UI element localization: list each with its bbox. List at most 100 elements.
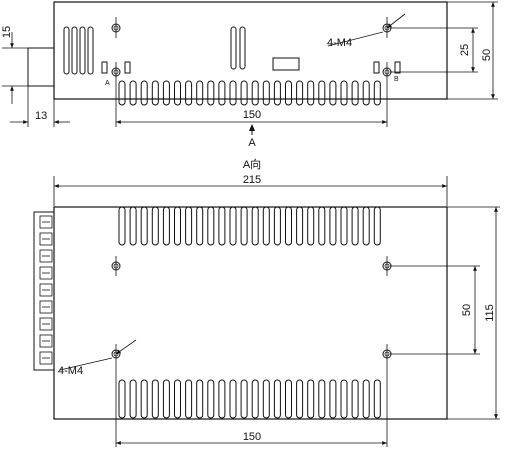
- vent-slot: [229, 379, 237, 419]
- terminal-screw: [39, 232, 53, 246]
- vent-slot: [185, 80, 193, 106]
- vent-slot: [307, 379, 315, 419]
- vent-slot: [318, 379, 326, 419]
- vent-slot: [207, 206, 215, 246]
- terminal-block: [27, 47, 55, 87]
- terminal-screw: [39, 300, 53, 314]
- vent-slot: [218, 206, 226, 246]
- vent-slot: [251, 206, 259, 246]
- vent-slot: [240, 206, 248, 246]
- vent-slot: [151, 379, 159, 419]
- vent-slot: [285, 206, 292, 246]
- vent-slot: [351, 379, 359, 419]
- vent-slot: [329, 80, 337, 106]
- vent-slot: [362, 80, 370, 106]
- label-a: A: [105, 80, 110, 87]
- label-window: [272, 57, 300, 71]
- vent-slot: [174, 206, 181, 246]
- vent-slot: [162, 206, 170, 246]
- vent-slot: [218, 80, 226, 106]
- vent-slot: [340, 206, 348, 246]
- top-vent-bottom: [118, 80, 381, 106]
- hole-callout-bottom: 4-M4: [58, 365, 83, 377]
- vent-slot: [79, 26, 86, 75]
- vent-slot: [87, 26, 94, 75]
- dim-hole-spacing-v-bottom: 50: [461, 304, 473, 316]
- vent-slot: [373, 379, 381, 419]
- trim-pad: [373, 61, 380, 74]
- vent-slot: [340, 80, 348, 106]
- top-vent-left: [63, 26, 94, 75]
- vent-slot: [307, 206, 315, 246]
- vent-slot: [63, 26, 70, 75]
- vent-slot: [140, 80, 148, 106]
- terminal-screw: [39, 351, 53, 365]
- vent-slot: [240, 80, 248, 106]
- vent-slot: [174, 80, 181, 106]
- bottom-vent-top: [118, 206, 381, 246]
- vent-slot: [262, 80, 270, 106]
- vent-slot: [218, 379, 226, 419]
- bottom-vent-bottom: [118, 379, 381, 419]
- vent-slot: [262, 206, 270, 246]
- vent-slot: [296, 379, 304, 419]
- terminal-screw: [39, 334, 53, 348]
- dim-hole-spacing-h-top: 150: [243, 109, 261, 121]
- view-arrow-label: A: [248, 137, 256, 149]
- vent-slot: [196, 80, 204, 106]
- vent-slot: [351, 206, 359, 246]
- trim-pad: [394, 61, 401, 74]
- vent-slot: [285, 80, 292, 106]
- terminal-screw: [39, 283, 53, 297]
- vent-slot: [251, 379, 259, 419]
- vent-slot: [329, 379, 337, 419]
- vent-slot: [273, 80, 281, 106]
- terminal-screw: [39, 317, 53, 331]
- vent-slot: [251, 80, 259, 106]
- vent-slot: [340, 379, 348, 419]
- dim-terminal: 15: [1, 26, 13, 38]
- dim-height-total: 50: [481, 49, 493, 61]
- vent-slot: [118, 80, 126, 106]
- hole-callout-top: 4-M4: [327, 37, 352, 49]
- vent-slot: [229, 206, 237, 246]
- vent-slot: [307, 80, 315, 106]
- top-view: A B 50 25 4-M4 15 13 150 A: [1, 1, 498, 149]
- vent-slot: [118, 379, 126, 419]
- vent-slot: [174, 379, 181, 419]
- dim-offset: 13: [35, 110, 47, 122]
- dim-hole-spacing-v: 25: [459, 44, 471, 56]
- terminal-screw: [39, 266, 53, 280]
- vent-slot: [239, 26, 246, 70]
- vent-slot: [207, 80, 215, 106]
- vent-slot: [318, 206, 326, 246]
- dim-hole-spacing-h-bottom: 150: [243, 431, 261, 443]
- vent-slot: [362, 379, 370, 419]
- vent-slot: [262, 379, 270, 419]
- vent-slot: [185, 379, 193, 419]
- vent-slot: [296, 206, 304, 246]
- vent-slot: [71, 26, 78, 75]
- vent-slot: [129, 206, 137, 246]
- terminal-screw: [39, 215, 53, 229]
- vent-slot: [296, 80, 304, 106]
- vent-slot: [273, 206, 281, 246]
- vent-slot: [140, 206, 148, 246]
- vent-slot: [229, 80, 237, 106]
- top-vent-center: [230, 26, 246, 70]
- dim-width: 115: [484, 304, 496, 322]
- vent-slot: [129, 379, 137, 419]
- vent-slot: [373, 80, 381, 106]
- label-b: B: [394, 76, 399, 83]
- vent-slot: [118, 206, 126, 246]
- bottom-body-outline: [53, 206, 448, 420]
- terminal-strip-frame: [33, 211, 55, 371]
- vent-slot: [207, 379, 215, 419]
- vent-slot: [196, 379, 204, 419]
- bottom-view: A向 215 115 50 4-M4: [33, 157, 500, 447]
- top-body-outline: [53, 1, 448, 100]
- vent-slot: [162, 80, 170, 106]
- vent-slot: [318, 80, 326, 106]
- trim-pad: [124, 61, 131, 74]
